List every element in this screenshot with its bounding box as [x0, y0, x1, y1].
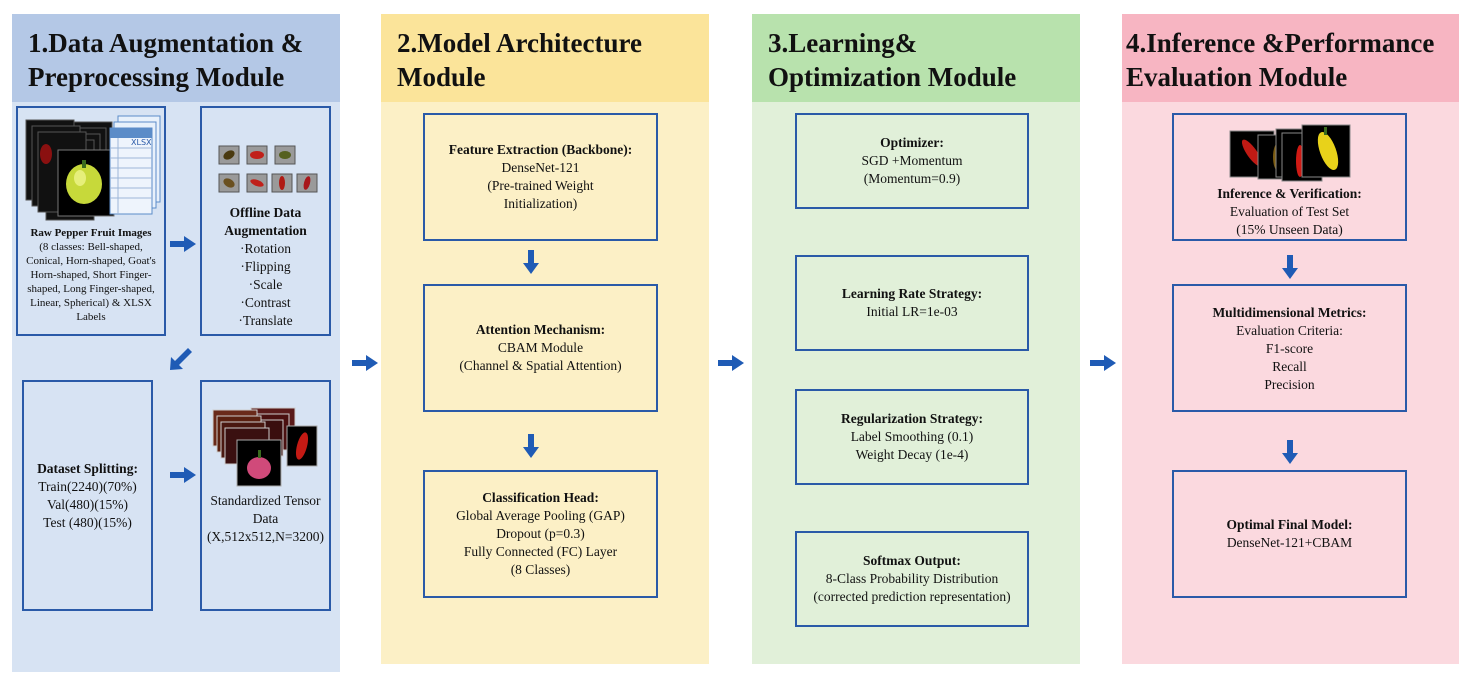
head-line1: Global Average Pooling (GAP) [456, 508, 625, 523]
module4-header: 4.Inference &Performance Evaluation Modu… [1122, 14, 1459, 102]
attention-line2: (Channel & Spatial Attention) [459, 358, 622, 373]
aug-item-rotation: ·Rotation [239, 241, 291, 256]
tensor-box: Standardized Tensor Data (X,512x512,N=32… [200, 380, 331, 611]
softmax-line2: (corrected prediction representation) [813, 589, 1011, 604]
final-model-box: Optimal Final Model: DenseNet-121+CBAM [1172, 470, 1407, 598]
module4-title-line1: 4.Inference &Performance [1126, 28, 1435, 58]
tensor-line1: Standardized Tensor [210, 493, 321, 508]
split-test: Test (480)(15%) [43, 514, 132, 530]
raw-images-desc: (8 classes: Bell-shaped, Conical, Horn-s… [26, 241, 156, 323]
softmax-title: Softmax Output: [863, 553, 961, 568]
regularization-title: Regularization Strategy: [840, 411, 984, 426]
augmentation-title-line2: Augmentation [224, 223, 307, 238]
split-train: Train(2240)(70%) [38, 478, 137, 494]
optimizer-title: Optimizer: [880, 135, 944, 150]
dataset-splitting-title: Dataset Splitting: [37, 460, 138, 476]
head-line2: Dropout (p=0.3) [496, 526, 585, 541]
attention-box: Attention Mechanism: CBAM Module (Channe… [423, 284, 658, 412]
optimizer-line2: (Momentum=0.9) [863, 171, 961, 186]
module1-title-line2: Preprocessing Module [28, 62, 285, 92]
feature-line1: DenseNet-121 [501, 160, 580, 175]
feature-extraction-title: Feature Extraction (Backbone): [448, 142, 633, 157]
metrics-title: Multidimensional Metrics: [1212, 305, 1367, 320]
module2-header: 2.Model Architecture Module [381, 14, 709, 102]
arrow-metrics-to-final [1282, 440, 1298, 464]
optimizer-line1: SGD +Momentum [861, 153, 963, 168]
module3-title-line2: Optimization Module [768, 62, 1017, 92]
arrow-module1-to-module2 [352, 355, 378, 371]
augmented-samples-icon [218, 145, 317, 193]
metrics-precision: Precision [1264, 377, 1315, 392]
tensor-line2: Data [252, 511, 279, 526]
arrow-split-to-tensor [170, 467, 196, 483]
module4-title-line2: Evaluation Module [1126, 62, 1348, 92]
inference-images-icon [1229, 124, 1350, 182]
augmentation-box: Offline Data Augmentation ·Rotation ·Fli… [200, 106, 331, 336]
attention-line1: CBAM Module [497, 340, 584, 355]
attention-title: Attention Mechanism: [475, 322, 606, 337]
split-val: Val(480)(15%) [47, 496, 128, 512]
aug-item-translate: ·Translate [238, 313, 293, 328]
aug-item-contrast: ·Contrast [240, 295, 291, 310]
raw-images-box: XLSX Raw Pepper Fruit Images (8 classes:… [16, 106, 166, 336]
softmax-box: Softmax Output: 8-Class Probability Dist… [795, 531, 1029, 627]
aug-item-scale: ·Scale [248, 277, 283, 292]
arrow-raw-to-aug [170, 236, 196, 252]
learning-rate-title: Learning Rate Strategy: [841, 286, 983, 301]
regularization-line1: Label Smoothing (0.1) [850, 429, 974, 444]
head-line4: (8 Classes) [510, 562, 571, 577]
aug-item-flipping: ·Flipping [240, 259, 291, 274]
inference-line2: (15% Unseen Data) [1236, 222, 1343, 237]
inference-line1: Evaluation of Test Set [1229, 204, 1350, 219]
arrow-aug-to-split [170, 348, 192, 370]
feature-line3: Initialization) [503, 196, 578, 211]
arrow-attention-to-head [523, 434, 539, 458]
module4-panel: 4.Inference &Performance Evaluation Modu… [1122, 14, 1459, 664]
arrow-module3-to-module4 [1090, 355, 1116, 371]
learning-rate-box: Learning Rate Strategy: Initial LR=1e-03 [795, 255, 1029, 351]
tensor-line3: (X,512x512,N=3200) [206, 529, 325, 544]
softmax-line1: 8-Class Probability Distribution [825, 571, 999, 586]
raw-images-stack-icon: XLSX [25, 115, 161, 221]
regularization-line2: Weight Decay (1e-4) [855, 447, 969, 462]
metrics-box: Multidimensional Metrics: Evaluation Cri… [1172, 284, 1407, 412]
classification-head-title: Classification Head: [482, 490, 599, 505]
inference-box: Inference & Verification: Evaluation of … [1172, 113, 1407, 241]
module1-header: 1.Data Augmentation & Preprocessing Modu… [12, 14, 340, 102]
module2-title-line2: Module [397, 62, 486, 92]
metrics-recall: Recall [1272, 359, 1307, 374]
feature-line2: (Pre-trained Weight [487, 178, 594, 193]
module1-panel: 1.Data Augmentation & Preprocessing Modu… [12, 14, 340, 672]
final-model-line1: DenseNet-121+CBAM [1226, 535, 1353, 550]
module2-panel: 2.Model Architecture Module [381, 14, 709, 664]
arrow-inference-to-metrics [1282, 255, 1298, 279]
module2-title-line1: 2.Model Architecture [397, 28, 642, 58]
classification-head-box: Classification Head: Global Average Pool… [423, 470, 658, 598]
module3-header: 3.Learning& Optimization Module [752, 14, 1080, 102]
learning-rate-line1: Initial LR=1e-03 [866, 304, 958, 319]
dataset-splitting-box: Dataset Splitting: Train(2240)(70%) Val(… [22, 380, 153, 611]
final-model-title: Optimal Final Model: [1226, 517, 1353, 532]
tensor-images-icon [212, 407, 317, 487]
module3-panel: 3.Learning& Optimization Module [752, 14, 1080, 664]
xlsx-label: XLSX [131, 138, 152, 147]
head-line3: Fully Connected (FC) Layer [463, 544, 618, 559]
inference-title: Inference & Verification: [1217, 186, 1362, 201]
arrow-module2-to-module3 [718, 355, 744, 371]
feature-extraction-box: Feature Extraction (Backbone): DenseNet-… [423, 113, 658, 241]
arrow-feature-to-attention [523, 250, 539, 274]
metrics-f1: F1-score [1265, 341, 1314, 356]
metrics-line1: Evaluation Criteria: [1236, 323, 1343, 338]
regularization-box: Regularization Strategy: Label Smoothing… [795, 389, 1029, 485]
augmentation-title-line1: Offline Data [229, 205, 302, 220]
module3-title-line1: 3.Learning& [768, 28, 918, 58]
raw-images-title: Raw Pepper Fruit Images [30, 227, 152, 239]
optimizer-box: Optimizer: SGD +Momentum (Momentum=0.9) [795, 113, 1029, 209]
module1-title-line1: 1.Data Augmentation & [28, 28, 304, 58]
